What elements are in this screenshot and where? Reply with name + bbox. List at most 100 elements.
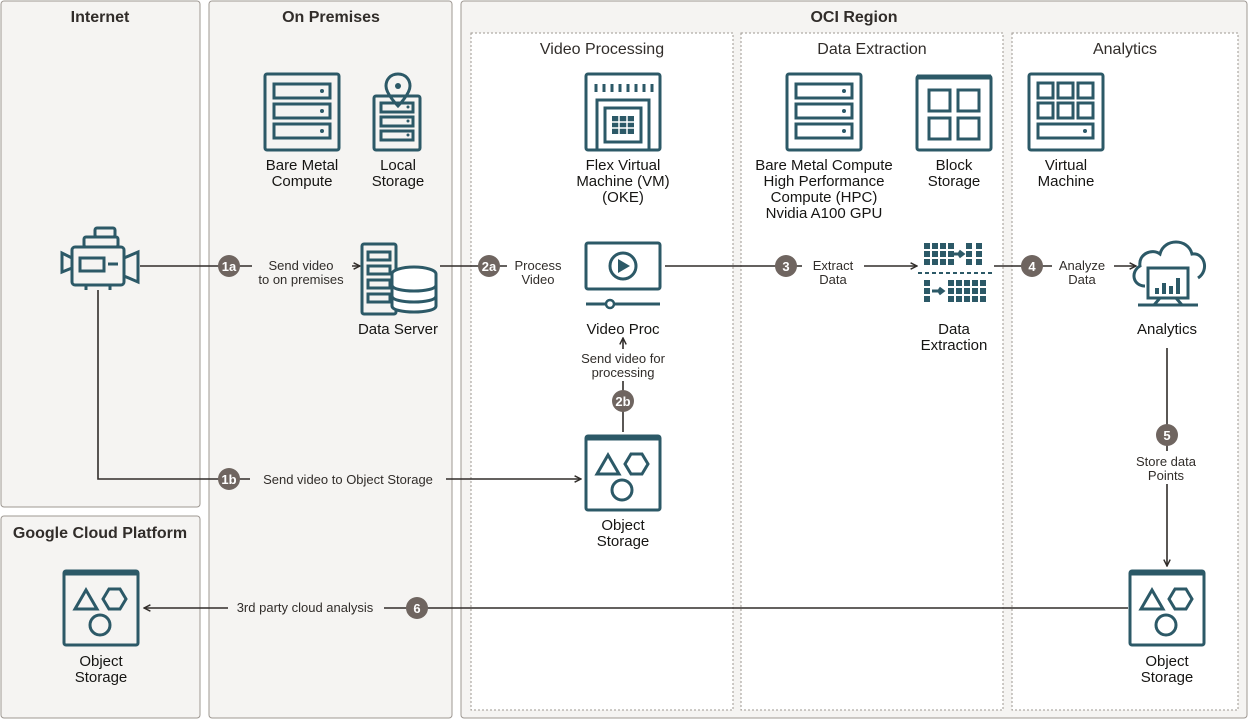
local-storage-label-line1: Local: [380, 157, 416, 174]
subzone-data-extraction-title: Data Extraction: [817, 41, 926, 58]
bm-hpc-label-line4: Nvidia A100 GPU: [766, 205, 883, 222]
virtual-machine-label-line1: Virtual: [1045, 157, 1087, 174]
badge-3-text: 3: [782, 259, 789, 274]
edge-1a-label-line2: to on premises: [258, 272, 344, 287]
bm-hpc-label-line2: High Performance: [764, 173, 885, 190]
object-storage-an-label-line1: Object: [1145, 653, 1189, 670]
video-proc-label-line1: Video Proc: [586, 321, 660, 338]
node-flex-vm-label: Flex Virtual Machine (VM) (OKE): [576, 157, 669, 206]
node-data-extraction-label: Data Extraction: [921, 321, 988, 354]
edge-1a-label: Send video to on premises: [258, 258, 344, 287]
edge-label-masks-white: [507, 256, 1206, 484]
node-bare-metal-label: Bare Metal Compute: [266, 157, 339, 190]
step-badges: 1a 1b 2a 2b 3 4 5 6: [218, 255, 1178, 619]
edge-2b-label-line1: Send video for: [581, 351, 666, 366]
node-object-storage-gcp-label: Object Storage: [75, 653, 128, 686]
video-camera-icon: [60, 226, 140, 290]
edge-5-label-line1: Store data: [1136, 454, 1197, 469]
block-storage-label-line2: Storage: [928, 173, 981, 190]
badge-4-text: 4: [1028, 259, 1036, 274]
object-storage-gcp-label-line1: Object: [79, 653, 123, 670]
edge-3-label: Extract Data: [813, 258, 854, 287]
node-bm-hpc-label: Bare Metal Compute High Performance Comp…: [755, 157, 893, 222]
node-local-storage-label: Local Storage: [372, 157, 425, 190]
zone-gcp: Google Cloud Platform: [0, 515, 201, 719]
edge-5-label-line2: Points: [1148, 468, 1185, 483]
badge-1b: 1b: [218, 468, 240, 490]
flex-vm-icon: [584, 72, 662, 152]
bare-metal-compute-icon: [263, 72, 341, 152]
badge-1b-text: 1b: [221, 472, 236, 487]
edge-3-label-line2: Data: [819, 272, 847, 287]
edge-5-label: Store data Points: [1136, 454, 1197, 483]
zone-internet-title: Internet: [71, 9, 130, 26]
zone-gcp-title: Google Cloud Platform: [13, 525, 187, 542]
local-storage-label-line2: Storage: [372, 173, 425, 190]
edge-1b-label: Send video to Object Storage: [263, 472, 433, 487]
badge-2a-text: 2a: [482, 259, 497, 274]
badge-4: 4: [1021, 255, 1043, 277]
node-block-storage-label: Block Storage: [928, 157, 981, 190]
object-storage-gcp-label-line2: Storage: [75, 669, 128, 686]
badge-2b: 2b: [612, 390, 634, 412]
data-server-icon: [360, 242, 438, 316]
badge-1a: 1a: [218, 255, 240, 277]
edge-3-label-line1: Extract: [813, 258, 854, 273]
analytics-cloud-icon: [1132, 240, 1207, 307]
bm-hpc-label-line3: Compute (HPC): [771, 189, 878, 206]
edge-6-label-line1: 3rd party cloud analysis: [237, 600, 374, 615]
virtual-machine-label-line2: Machine: [1038, 173, 1095, 190]
flex-vm-label-line2: Machine (VM): [576, 173, 669, 190]
zone-on-premises: On Premises: [208, 0, 453, 719]
local-storage-icon: [372, 72, 422, 152]
node-data-server-label: Data Server: [358, 321, 438, 338]
virtual-machine-icon: [1027, 72, 1105, 152]
object-storage-analytics-icon: [1128, 569, 1206, 647]
badge-6-text: 6: [413, 601, 420, 616]
edge-2b-label-line2: processing: [592, 365, 655, 380]
object-storage-icon: [584, 434, 662, 512]
flex-vm-label-line1: Flex Virtual: [586, 157, 661, 174]
edge-2a-label-line1: Process: [515, 258, 562, 273]
data-extraction-icon: [918, 243, 994, 302]
video-proc-icon: [584, 241, 662, 310]
zone-oci-region-title: OCI Region: [810, 9, 897, 26]
subzone-data-extraction: Data Extraction: [740, 32, 1004, 711]
node-analytics-label: Analytics: [1137, 321, 1197, 338]
node-object-storage-an-label: Object Storage: [1141, 653, 1194, 686]
block-storage-label-line1: Block: [936, 157, 973, 174]
bm-hpc-label-line1: Bare Metal Compute: [755, 157, 893, 174]
edge-1a-label-line1: Send video: [268, 258, 333, 273]
object-storage-gcp-icon: [62, 569, 140, 647]
bare-metal-label-line1: Bare Metal: [266, 157, 339, 174]
badge-5-text: 5: [1163, 428, 1170, 443]
analytics-label-line1: Analytics: [1137, 321, 1197, 338]
subzone-video-processing-title: Video Processing: [540, 41, 664, 58]
data-server-label-line1: Data Server: [358, 321, 438, 338]
object-storage-vp-label-line1: Object: [601, 517, 645, 534]
subzone-analytics: Analytics: [1011, 32, 1239, 711]
edge-2a-label: Process Video: [515, 258, 562, 287]
badge-1a-text: 1a: [222, 259, 237, 274]
zone-on-premises-title: On Premises: [282, 9, 380, 26]
node-video-proc-label: Video Proc: [586, 321, 660, 338]
edge-4-label: Analyze Data: [1059, 258, 1105, 287]
object-storage-vp-label-line2: Storage: [597, 533, 650, 550]
object-storage-an-label-line2: Storage: [1141, 669, 1194, 686]
badge-6: 6: [406, 597, 428, 619]
node-virtual-machine-label: Virtual Machine: [1038, 157, 1095, 190]
edge-2a-label-line2: Video: [521, 272, 554, 287]
block-storage-icon: [915, 74, 993, 152]
edge-6-label: 3rd party cloud analysis: [237, 600, 374, 615]
edge-label-masks: [228, 256, 446, 617]
edge-1b-label-line1: Send video to Object Storage: [263, 472, 433, 487]
flex-vm-label-line3: (OKE): [602, 189, 644, 206]
badge-2a: 2a: [478, 255, 500, 277]
data-extraction-label-line1: Data: [938, 321, 970, 338]
bare-metal-label-line2: Compute: [272, 173, 333, 190]
data-extraction-label-line2: Extraction: [921, 337, 988, 354]
badge-3: 3: [775, 255, 797, 277]
edge-2b-label: Send video for processing: [581, 351, 666, 380]
subzone-analytics-title: Analytics: [1093, 41, 1157, 58]
